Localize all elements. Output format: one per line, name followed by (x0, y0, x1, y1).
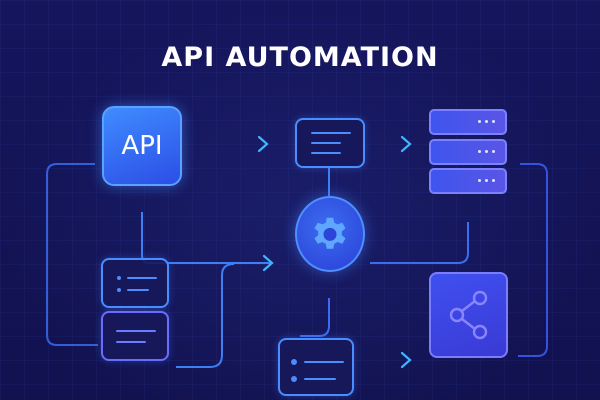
flow-processor-to-bottom-list (300, 298, 330, 337)
list-card-node[interactable] (101, 258, 169, 308)
server-row (429, 139, 507, 165)
diagram-title: API AUTOMATION (161, 42, 439, 73)
share-node[interactable] (429, 272, 508, 358)
api-node-label: API (121, 131, 163, 161)
share-nodes-icon (449, 290, 487, 340)
bottom-list-node[interactable] (278, 338, 354, 396)
request-document-node[interactable] (295, 118, 365, 168)
server-row (429, 109, 507, 135)
api-node[interactable]: API (102, 106, 182, 186)
arrow-head-icon (400, 135, 412, 153)
more-dots-icon (478, 150, 495, 153)
flow-processor-to-database (370, 222, 469, 264)
flow-text-to-processor (176, 263, 235, 368)
server-row (429, 168, 507, 194)
flow-api-to-processor (141, 212, 272, 264)
arrow-head-icon (400, 351, 412, 369)
processor-node[interactable] (295, 196, 365, 272)
more-dots-icon (478, 120, 495, 123)
flow-right-loop (518, 163, 548, 357)
more-dots-icon (478, 179, 495, 182)
flow-left-loop (46, 163, 98, 346)
text-card-node[interactable] (101, 311, 169, 361)
arrow-head-icon (257, 135, 269, 153)
gear-icon (314, 217, 346, 249)
arrow-head-icon (262, 254, 274, 272)
